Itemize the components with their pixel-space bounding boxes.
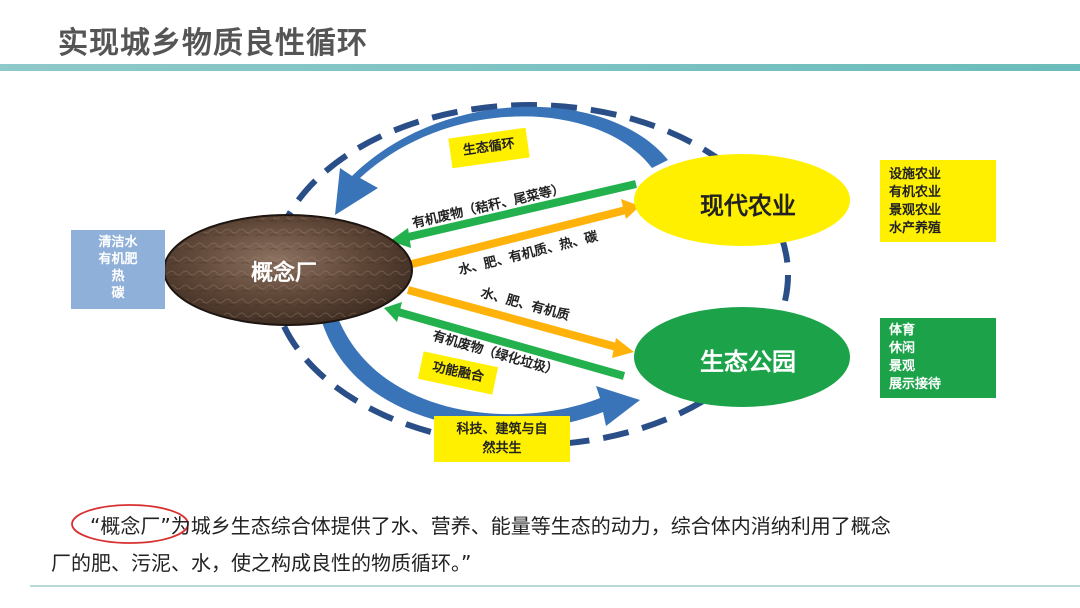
plant-label: 概念厂 (251, 261, 318, 286)
park-function-item: 体育 (889, 323, 916, 338)
agriculture-type-item: 水产养殖 (889, 221, 942, 236)
park-functions-box: 体育 休闲 景观 展示接待 (880, 318, 996, 398)
highlighted-term: “概念厂” (90, 514, 171, 538)
coexistence-tag: 科技、建筑与自 然共生 (434, 416, 570, 462)
description-line-1-text: 为城乡生态综合体提供了水、营养、能量等生态的动力，综合体内消纳利用了概念 (170, 514, 891, 538)
agriculture-label: 现代农业 (700, 192, 796, 220)
arrow-plant-to-agri (407, 199, 640, 269)
plant-node-texture (166, 217, 410, 323)
page-title: 实现城乡物质良性循环 (58, 26, 368, 61)
arrow-plant-to-park (406, 286, 634, 358)
agriculture-types-box: 设施农业 有机农业 景观农业 水产养殖 (880, 160, 996, 242)
highlight-ring (71, 504, 189, 544)
plant-output-item: 碳 (111, 286, 125, 301)
function-fusion-curved-arrow (322, 318, 640, 430)
eco-cycle-curved-arrow (335, 106, 668, 215)
agriculture-type-item: 有机农业 (889, 185, 942, 200)
plant-output-item: 清洁水 (98, 235, 138, 250)
plant-output-item: 有机肥 (98, 252, 138, 267)
plant-output-item: 热 (111, 269, 125, 284)
agriculture-type-item: 景观农业 (889, 203, 942, 218)
park-function-item: 展示接待 (889, 377, 942, 392)
park-function-item: 休闲 (889, 341, 916, 356)
description-paragraph: “概念厂”为城乡生态综合体提供了水、营养、能量等生态的动力，综合体内消纳利用了概… (51, 508, 1030, 582)
plant-outputs-box: 清洁水 有机肥 热 碳 (71, 230, 165, 309)
agriculture-type-item: 设施农业 (889, 167, 942, 182)
arrow-agri-to-plant (390, 180, 637, 248)
agriculture-node (634, 154, 850, 246)
title-underline (0, 64, 1080, 71)
coexistence-tag-line: 然共生 (482, 441, 522, 456)
footer-divider (30, 585, 1080, 587)
park-function-item: 景观 (889, 359, 916, 374)
arrow-park-to-plant (384, 302, 626, 380)
description-line-1: “概念厂”为城乡生态综合体提供了水、营养、能量等生态的动力，综合体内消纳利用了概… (70, 508, 1030, 545)
park-node (634, 307, 850, 407)
description-line-2: 厂的肥、污泥、水，使之构成良性的物质循环。” (51, 551, 472, 575)
coexistence-tag-line: 科技、建筑与自 (456, 422, 548, 437)
park-label: 生态公园 (700, 348, 796, 376)
